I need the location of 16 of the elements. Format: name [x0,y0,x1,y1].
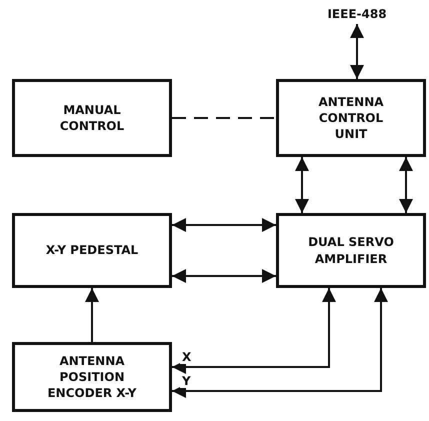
process-box: ANTENNA POSITION ENCODER X-Y [12,342,172,412]
arrow [172,218,276,232]
connector-line [172,117,276,119]
arrow [350,24,364,79]
process-box: DUAL SERVO AMPLIFIER [276,213,426,288]
arrow [295,157,309,213]
process-box: MANUAL CONTROL [12,79,172,157]
process-box: X-Y PEDESTAL [12,213,172,288]
arrow [172,288,388,398]
arrow [172,269,276,283]
edge-label: Y [180,374,193,388]
edge-label: X [180,350,194,364]
arrow [85,288,99,342]
arrow [399,157,413,213]
arrow [172,288,336,374]
process-box: ANTENNA CONTROL UNIT [276,79,426,157]
